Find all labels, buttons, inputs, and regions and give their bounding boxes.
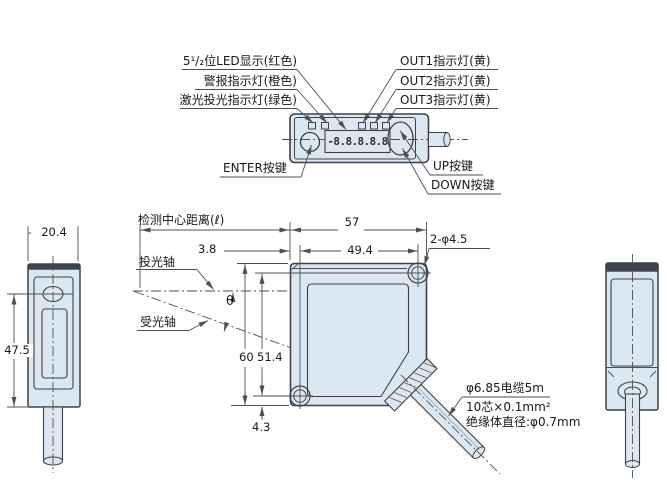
top-view-cable-end: [443, 132, 451, 147]
callout-down-button: DOWN按键: [431, 178, 495, 192]
led-display-shape: [324, 129, 391, 154]
dim-detection-center-distance: 检测中心距离(ℓ): [138, 213, 225, 227]
callout-out3-indicator: OUT3指示灯(黄): [400, 93, 491, 107]
dim-width-57: 57: [338, 216, 366, 229]
beam-angle-symbol: θ: [226, 294, 234, 309]
front-view-drawing: [133, 244, 501, 475]
receiver-axis-label: 受光轴: [140, 315, 177, 329]
front-view-cable-assembly: [383, 357, 501, 475]
left-view-body: [27, 263, 81, 408]
dim-side-width-20-4: 20.4: [31, 226, 77, 239]
dim-hole-offset-3-8: 3.8: [198, 242, 217, 256]
front-view-cable-centerline: [400, 374, 501, 475]
left-view-cable: [42, 406, 64, 462]
cable-note-line3: 绝缘体直径:φ0.7mm: [466, 415, 581, 429]
mounting-hole-top-right: [407, 244, 429, 287]
out3-indicator-shape: [382, 122, 390, 130]
callout-out2-indicator: OUT2指示灯(黄): [400, 74, 491, 88]
dim-hole-vertical-51-4: 51.4: [256, 350, 284, 364]
dim-hole-bottom-4-3: 4.3: [252, 420, 271, 434]
out1-indicator-shape: [358, 122, 366, 130]
left-view-top-band: [28, 264, 80, 270]
dim-mounting-holes: 2-φ4.5: [430, 232, 468, 246]
out2-indicator-shape: [370, 122, 378, 130]
cable-note-line1: φ6.85电缆5m: [466, 381, 544, 395]
right-view-body: [605, 262, 659, 411]
dim-hole-span-49-4: 49.4: [342, 244, 378, 257]
top-view-drawing: [282, 113, 468, 164]
dimension-lines: [7, 222, 550, 420]
right-view-top-band: [606, 263, 658, 272]
callout-out1-indicator: OUT1指示灯(黄): [400, 54, 491, 68]
callout-lines: [180, 69, 501, 195]
callout-led-display: 5¹/₂位LED显示(红色): [182, 54, 297, 68]
up-down-key-shape: [387, 121, 414, 156]
callout-alarm-indicator: 警报指示灯(橙色): [203, 74, 297, 88]
dim-side-height-47-5: 47.5: [1, 344, 33, 357]
receiver-axis-line: [134, 291, 291, 348]
left-view-window: [41, 308, 68, 379]
right-side-view-drawing: [605, 254, 659, 478]
emitter-axis-label: 投光轴: [139, 255, 176, 269]
callout-up-button: UP按键: [433, 159, 474, 173]
cable-note-line2: 10芯×0.1mm²: [466, 400, 551, 414]
dim-height-60: 60: [238, 350, 255, 364]
led-display-value: -8.8.8.8.8: [327, 135, 388, 148]
top-view-face: [294, 117, 416, 160]
callout-enter-button: ENTER按键: [223, 161, 287, 175]
callout-laser-indicator: 激光投光指示灯(绿色): [179, 93, 297, 107]
left-side-view-drawing: [27, 256, 81, 473]
